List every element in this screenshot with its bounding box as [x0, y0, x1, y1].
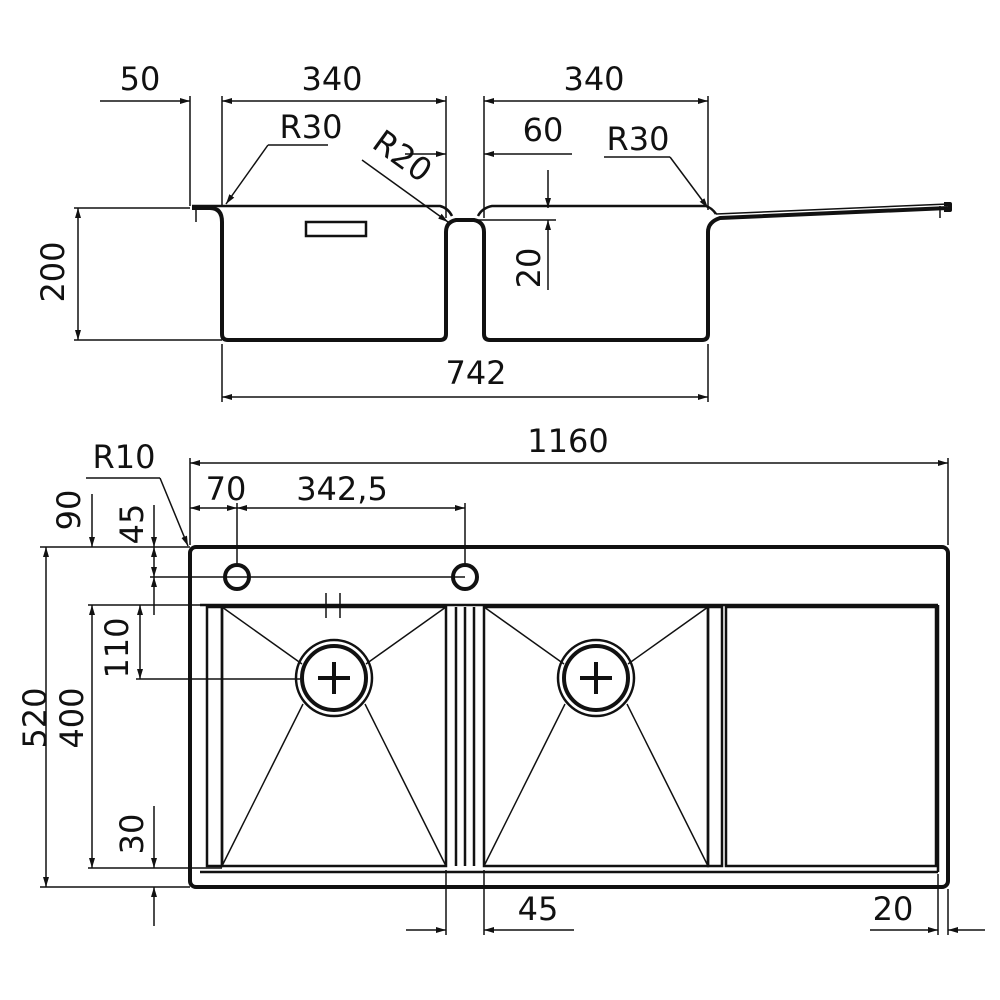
- dim-corner-radius: R10: [93, 438, 156, 476]
- dim-divider-width: 45: [518, 890, 559, 928]
- dim-radius-outer-left: R30: [280, 108, 343, 146]
- plan-dimension-lines: [43, 460, 985, 933]
- sink-plan-outline: [188, 545, 950, 889]
- dim-tap-hole-row: 45: [113, 504, 151, 545]
- drain-left: [294, 638, 374, 718]
- dim-gap: 60: [523, 111, 564, 149]
- dim-depth: 200: [34, 241, 72, 302]
- bowl-divider: [454, 607, 476, 866]
- dim-tap-spacing: 342,5: [296, 470, 388, 508]
- dim-middle-drop: 20: [510, 248, 548, 289]
- overflow-slot: [304, 220, 368, 238]
- drainboard: [724, 605, 938, 868]
- bowl-left: [205, 605, 448, 868]
- section-dimension-lines: [75, 98, 709, 400]
- dim-top-margin: 90: [50, 490, 88, 531]
- dim-bowl1-width: 340: [301, 60, 362, 98]
- dim-overall-depth: 520: [16, 687, 54, 748]
- dim-overall-width: 1160: [527, 422, 608, 460]
- dim-tap-offset: 70: [206, 470, 247, 508]
- plan-view: 1160 R10 70 342,5 90 45 520 400 110 30 4…: [16, 422, 985, 935]
- drain-right: [556, 638, 636, 718]
- plan-extension-lines: [40, 458, 949, 935]
- centre-mark: [318, 593, 348, 618]
- dim-overall-bowls: 742: [445, 354, 506, 392]
- dim-bottom-margin: 30: [113, 814, 151, 855]
- dim-right-margin: 20: [873, 890, 914, 928]
- dim-left-rim: 50: [120, 60, 161, 98]
- dim-drain-offset: 110: [98, 617, 136, 678]
- sink-section-profile: [192, 202, 952, 342]
- dim-bowl-depth: 400: [53, 687, 91, 748]
- dim-radius-outer-right: R30: [607, 120, 670, 158]
- dim-bowl2-width: 340: [563, 60, 624, 98]
- section-extension-lines: [74, 96, 709, 402]
- bowl-right: [482, 605, 724, 868]
- dim-radius-middle: R20: [366, 122, 439, 190]
- section-view: 50 340 340 R30 R20 60 R30 200 20 742: [34, 60, 952, 402]
